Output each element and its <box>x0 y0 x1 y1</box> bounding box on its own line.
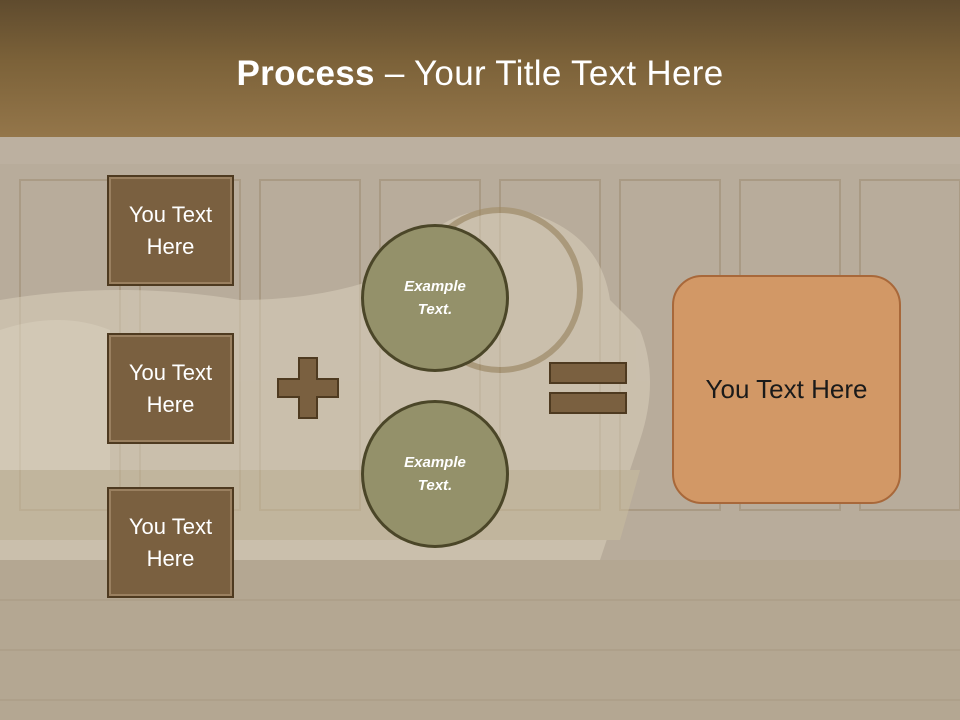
left-box-2-line2: Here <box>146 391 195 417</box>
left-box-1-line1: You Text <box>128 201 213 227</box>
slide-title[interactable]: Process – Your Title Text Here <box>0 52 960 96</box>
circle-2-line2: Text. <box>417 477 453 494</box>
plus-icon <box>277 357 339 419</box>
title-band <box>0 137 960 164</box>
circle-1-line1: Example <box>404 278 466 295</box>
left-box-1-line2: Here <box>146 233 195 259</box>
result-text: You Text Here <box>705 374 868 404</box>
left-box-3-line1: You Text <box>128 513 213 539</box>
circle-2-line1: Example <box>404 454 466 471</box>
circle-1-line2: Text. <box>417 301 453 318</box>
title-bar <box>0 0 960 137</box>
left-box-2-line1: You Text <box>128 359 213 385</box>
title-rest: – Your Title Text Here <box>374 54 724 93</box>
title-bold: Process <box>236 54 375 93</box>
left-box-3-line2: Here <box>146 545 195 571</box>
equals-icon <box>549 362 627 414</box>
result-box[interactable]: You Text Here <box>672 275 901 504</box>
